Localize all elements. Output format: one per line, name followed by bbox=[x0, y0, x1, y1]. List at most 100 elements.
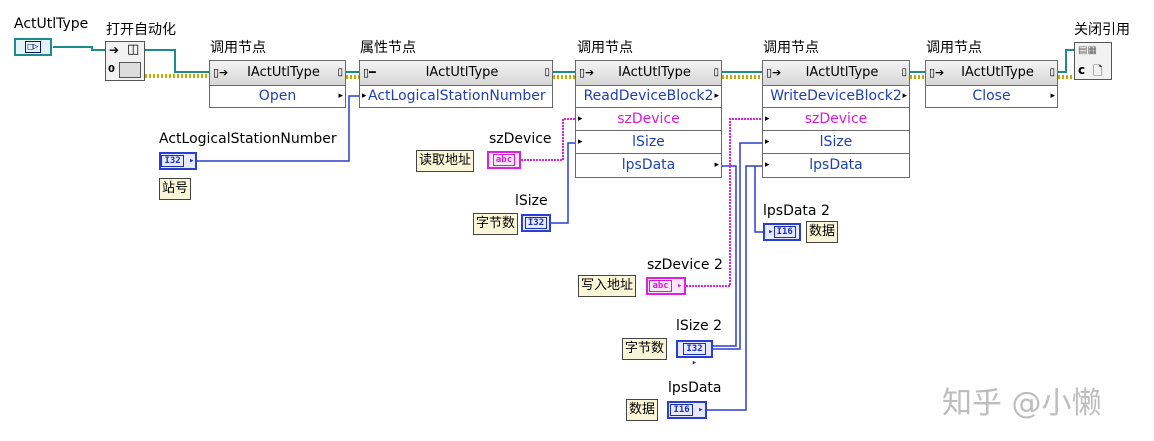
property-key-icon: ▯━ bbox=[363, 66, 376, 79]
param-lpsdata[interactable]: lpsData ▸ bbox=[576, 154, 721, 177]
szdevice-comment: 读取地址 bbox=[416, 150, 475, 172]
lsize-control[interactable]: I32 bbox=[521, 214, 551, 232]
param-lpsdata-2-label: lpsData bbox=[809, 157, 863, 173]
invoke-node-open[interactable]: ▯➔ IActUtlType ▯ Open ▸ bbox=[209, 60, 346, 108]
int-wire-lsize2 bbox=[713, 142, 762, 350]
param-lsize[interactable]: ▸ lSize bbox=[576, 131, 721, 154]
method-close[interactable]: Close ▸ bbox=[926, 85, 1057, 108]
node4-header: ▯➔ IActUtlType ▯ bbox=[763, 61, 909, 86]
param-lpsdata-2[interactable]: ▸ lpsData bbox=[763, 154, 909, 177]
i32-type-label: I32 bbox=[683, 343, 706, 355]
lsize2-label: lSize 2 bbox=[676, 318, 722, 334]
zero-icon: 0 bbox=[108, 64, 115, 75]
station-comment: 站号 bbox=[159, 178, 192, 200]
open-automation-label: 打开自动化 bbox=[106, 22, 176, 38]
ref-in-icon: ▯➔ bbox=[213, 66, 229, 79]
actutltype-label: ActUtlType bbox=[14, 16, 89, 32]
param-szdevice-label: szDevice bbox=[617, 111, 680, 127]
ref-wire-node5-close bbox=[1058, 49, 1074, 73]
param-lsize-2[interactable]: ▸ lSize bbox=[763, 131, 909, 154]
node1-class: IActUtlType bbox=[247, 65, 320, 80]
szdevice2-control[interactable]: abc ▸ bbox=[646, 277, 686, 295]
close-c-label: c bbox=[1078, 63, 1086, 77]
i16-type-label: I16 bbox=[670, 404, 693, 416]
lsize2-control[interactable]: I32 ▸ bbox=[676, 340, 713, 368]
actutltype-control[interactable]: □▷ bbox=[14, 38, 52, 56]
refnum-icon: □▷ bbox=[24, 41, 42, 53]
hatched-icon: ▤▦ bbox=[1078, 45, 1097, 56]
i32-type-label: I32 bbox=[161, 155, 184, 167]
i32-type-label: I32 bbox=[524, 217, 548, 229]
method-read-label: ReadDeviceBlock2 bbox=[583, 88, 714, 104]
node4-class: IActUtlType bbox=[805, 65, 879, 80]
string-wires bbox=[521, 118, 762, 287]
ref-out-icon: ▯ bbox=[337, 67, 343, 78]
method-open-label: Open bbox=[258, 88, 297, 104]
lpsdata2-comment: 数据 bbox=[806, 221, 839, 243]
close-ref-label: 关闭引用 bbox=[1074, 22, 1130, 38]
method-close-label: Close bbox=[972, 88, 1011, 104]
szdevice2-comment: 写入地址 bbox=[578, 275, 637, 297]
int-wire-lpsdata bbox=[707, 165, 762, 411]
lpsdata2-indicator: ▸I16 bbox=[763, 223, 801, 241]
lsize2-comment: 字节数 bbox=[622, 338, 668, 360]
property-station[interactable]: ▸ ActLogicalStationNumber bbox=[360, 85, 552, 108]
ref-wire-control-to-open bbox=[53, 46, 105, 51]
method-write-label: WriteDeviceBlock2 bbox=[770, 88, 902, 104]
property-node[interactable]: ▯━ IActUtlType ▯ ▸ ActLogicalStationNumb… bbox=[359, 60, 553, 108]
close-reference-icon[interactable]: ▤▦ c 🗋 bbox=[1074, 42, 1112, 80]
node3-class: IActUtlType bbox=[618, 65, 691, 80]
ref-in-icon: ▯➔ bbox=[579, 66, 595, 79]
node2-class: IActUtlType bbox=[425, 65, 499, 80]
method-write[interactable]: WriteDeviceBlock2 ▸ bbox=[763, 85, 909, 108]
lsize-comment: 字节数 bbox=[473, 213, 519, 235]
input-arrow-icon: ▸ bbox=[362, 91, 367, 101]
node5-class: IActUtlType bbox=[961, 65, 1034, 80]
cube-icon: ◫ bbox=[127, 42, 140, 57]
method-open[interactable]: Open ▸ bbox=[210, 85, 345, 108]
input-arrow-icon: ▸ bbox=[578, 114, 583, 124]
station-control[interactable]: I32 ▸ bbox=[159, 152, 197, 170]
output-arrow-icon: ▸ bbox=[714, 91, 719, 101]
szdevice2-label: szDevice 2 bbox=[647, 257, 723, 273]
string-type-label: abc bbox=[492, 154, 516, 166]
i16-type-label: I16 bbox=[773, 226, 796, 238]
watermark: 知乎 @小懒 bbox=[942, 386, 1102, 421]
invoke-node-write[interactable]: ▯➔ IActUtlType ▯ WriteDeviceBlock2 ▸ ▸ s… bbox=[762, 60, 910, 178]
document-icon: 🗋 bbox=[1093, 64, 1103, 78]
arrow-icon: ➔ bbox=[109, 43, 120, 57]
ref-wire-open-to-node1 bbox=[145, 49, 209, 73]
ref-out-icon: ▯ bbox=[544, 67, 550, 78]
param-lsize-2-label: lSize bbox=[819, 134, 853, 150]
node1-title: 调用节点 bbox=[210, 40, 266, 56]
param-szdevice-2[interactable]: ▸ szDevice bbox=[763, 108, 909, 131]
input-arrow-icon: ▸ bbox=[578, 137, 583, 147]
open-automation-icon[interactable]: ➔ ◫ 0 bbox=[105, 41, 145, 81]
output-arrow-icon: ▸ bbox=[1050, 91, 1055, 101]
error-wires bbox=[145, 74, 1074, 79]
window-icon bbox=[119, 62, 141, 78]
int-wire-lsize bbox=[551, 142, 576, 224]
param-lpsdata-label: lpsData bbox=[621, 157, 676, 173]
lsize-label: lSize bbox=[515, 193, 548, 209]
lpsdata-control[interactable]: I16 ▸ bbox=[667, 401, 707, 419]
invoke-node-close[interactable]: ▯➔ IActUtlType ▯ Close ▸ bbox=[925, 60, 1058, 108]
output-arrow-icon: ▸ bbox=[338, 91, 343, 101]
node2-title: 属性节点 bbox=[360, 40, 416, 56]
ref-out-icon: ▯ bbox=[1049, 67, 1055, 78]
node1-header: ▯➔ IActUtlType ▯ bbox=[210, 61, 345, 86]
int-wire-station bbox=[197, 95, 361, 162]
szdevice-control[interactable]: abc bbox=[487, 151, 521, 169]
input-arrow-icon: ▸ bbox=[765, 160, 770, 170]
ref-out-icon: ▯ bbox=[901, 67, 907, 78]
ref-in-icon: ▯➔ bbox=[929, 66, 945, 79]
param-szdevice[interactable]: ▸ szDevice bbox=[576, 108, 721, 131]
string-type-label: abc bbox=[649, 280, 672, 292]
param-lsize-label: lSize bbox=[632, 134, 665, 150]
string-wire-szdevice bbox=[521, 118, 576, 161]
node5-header: ▯➔ IActUtlType ▯ bbox=[926, 61, 1057, 86]
node3-title: 调用节点 bbox=[577, 40, 633, 56]
invoke-node-read[interactable]: ▯➔ IActUtlType ▯ ReadDeviceBlock2 ▸ ▸ sz… bbox=[575, 60, 722, 178]
node2-header: ▯━ IActUtlType ▯ bbox=[360, 61, 552, 86]
method-read[interactable]: ReadDeviceBlock2 ▸ bbox=[576, 85, 721, 108]
